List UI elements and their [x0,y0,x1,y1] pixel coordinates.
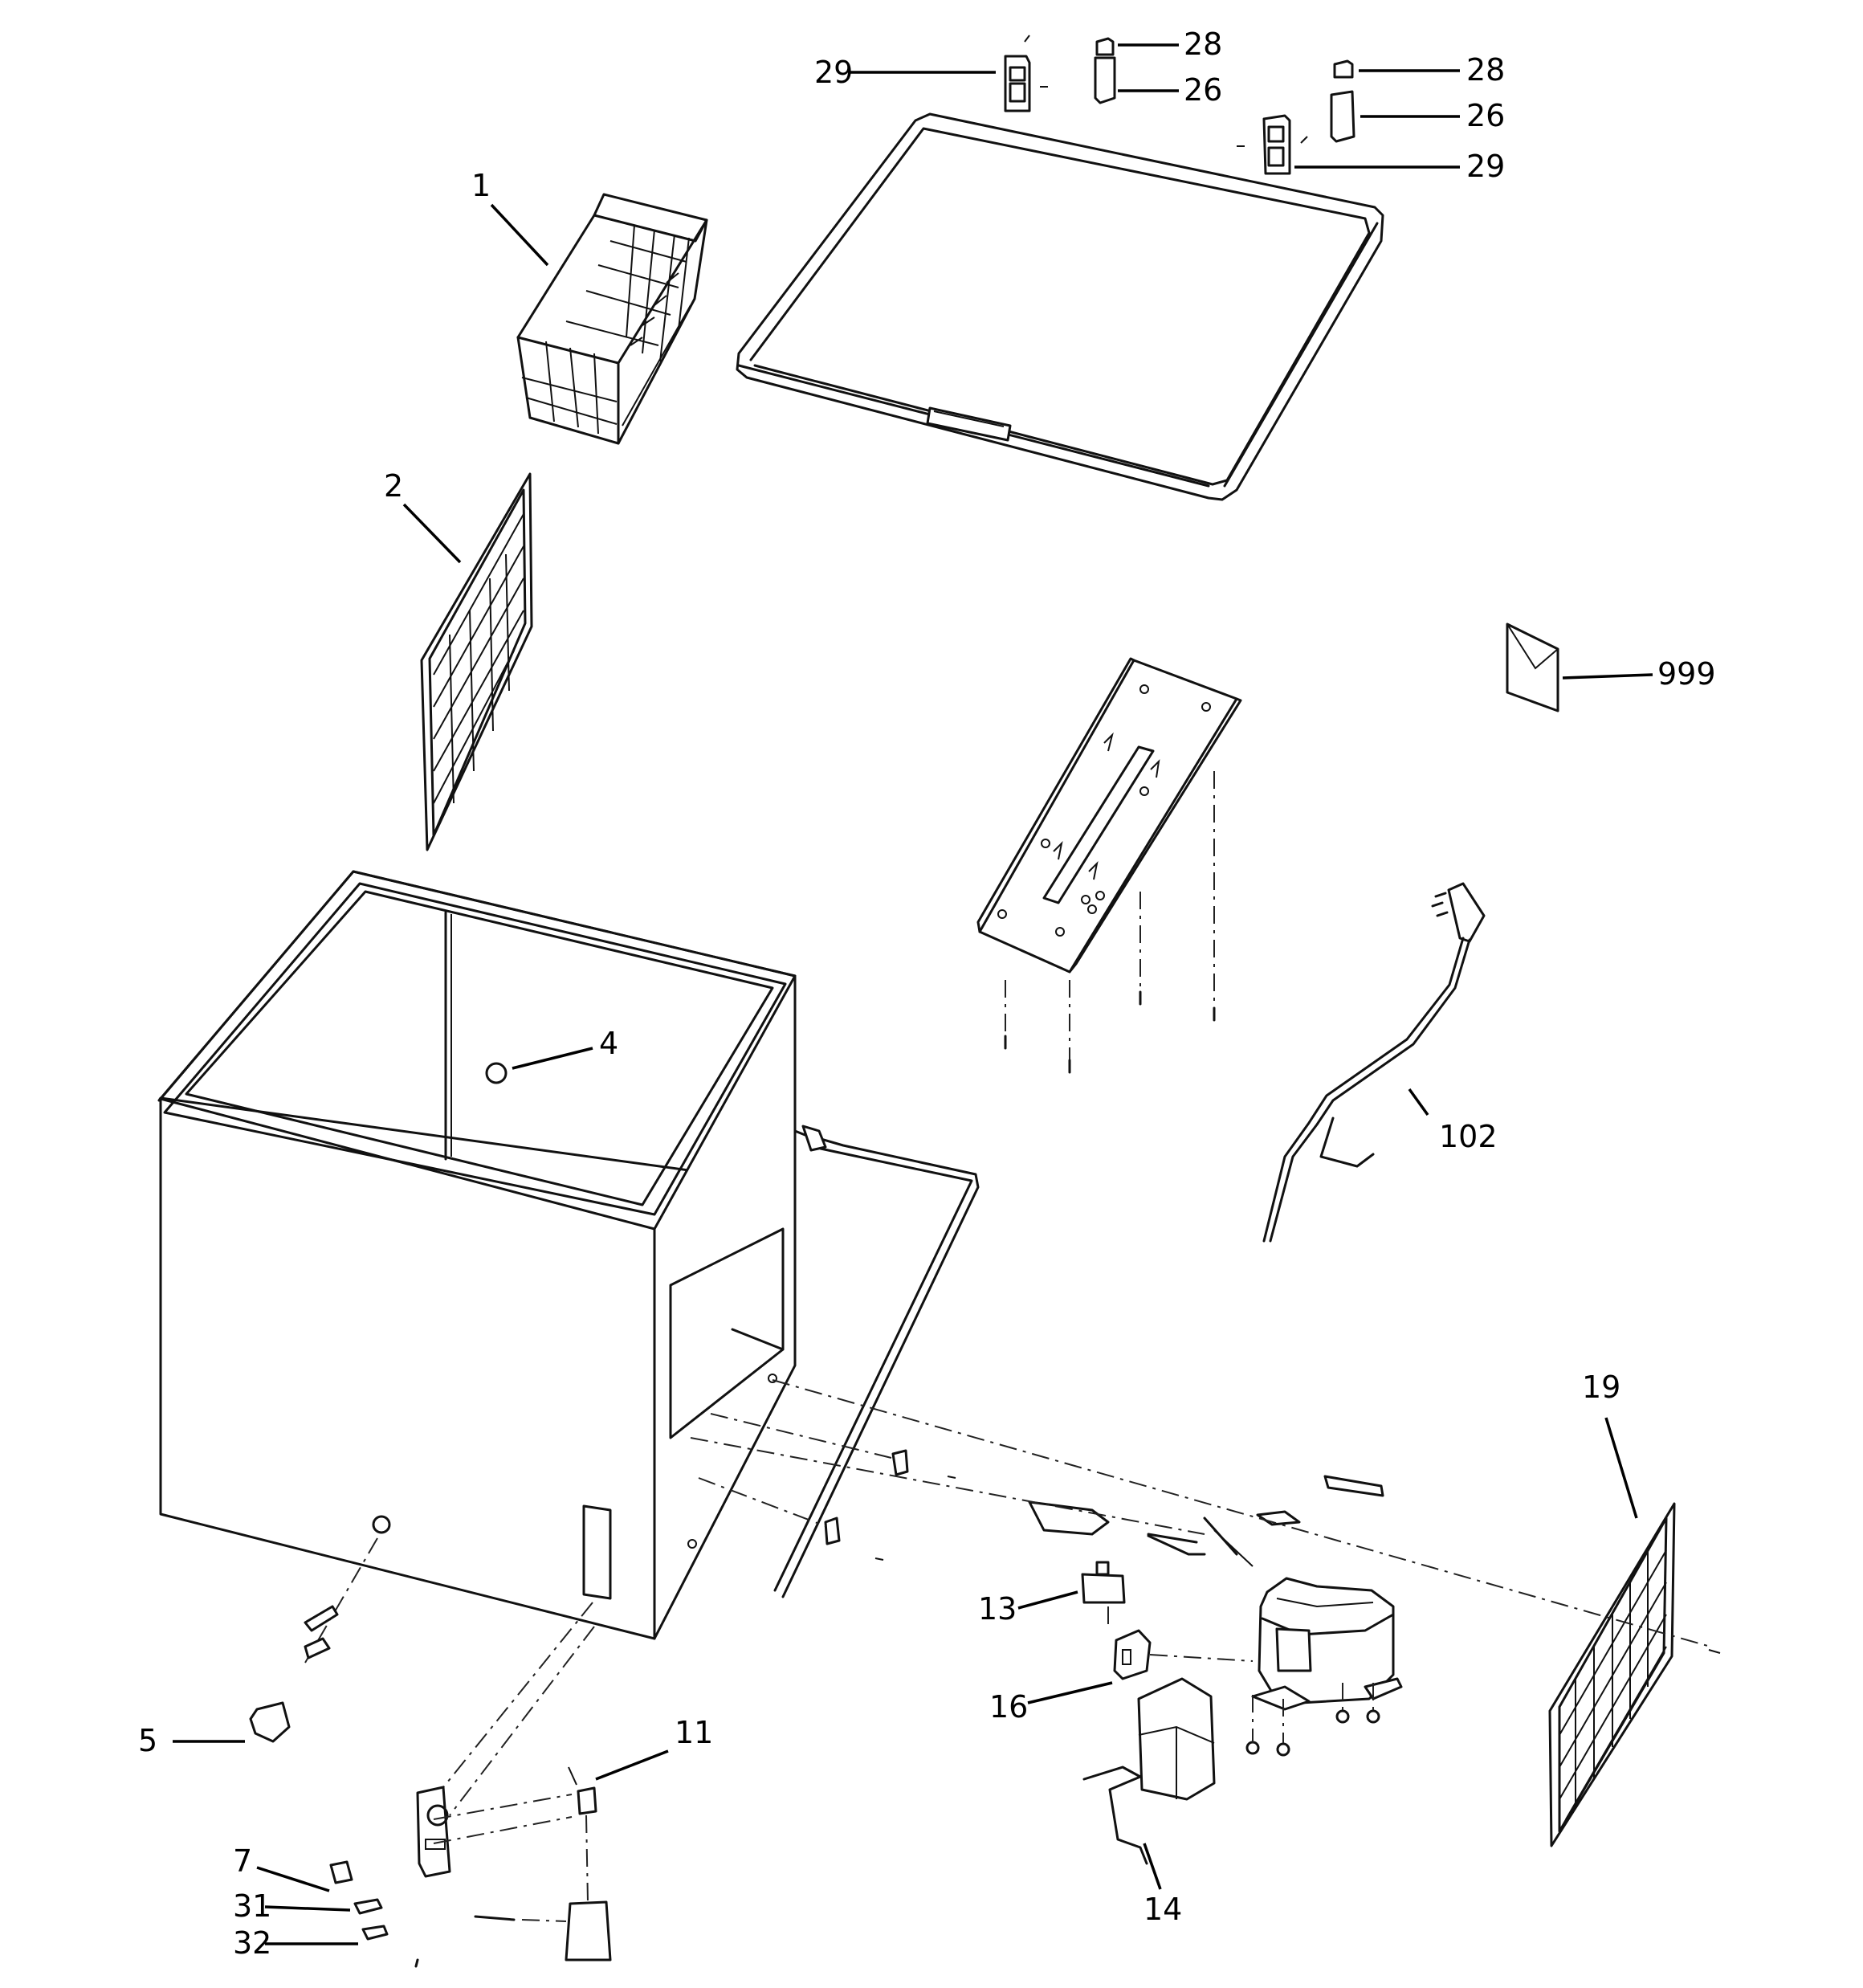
callout-13: 13 [978,1591,1017,1627]
callout-19: 19 [1582,1370,1620,1405]
service-parts [690,1379,1721,1654]
callout-4: 4 [599,1026,618,1061]
manual-envelope [1506,623,1559,712]
callout-16: 16 [989,1689,1028,1725]
callout-29: 29 [814,55,853,90]
cabinet-power-lead [773,1125,980,1598]
thermostat-parts [249,1537,612,1968]
power-cord [1262,882,1486,1243]
callout-102: 102 [1439,1119,1498,1154]
hinge-assembly-left [1004,35,1116,112]
callout-26: 26 [1466,98,1505,133]
callout-999: 999 [1657,656,1716,692]
callout-14: 14 [1143,1892,1182,1927]
callout-5: 5 [138,1723,157,1758]
callout-32: 32 [233,1925,271,1961]
hinge-assembly-right [1237,59,1355,175]
divider-panel [420,472,533,851]
callout-29: 29 [1466,149,1505,184]
callout-28: 28 [1184,27,1222,62]
wire-basket [516,193,708,445]
callout-11: 11 [675,1715,713,1750]
grommets [1245,1683,1380,1757]
leader-lines [173,43,1653,1945]
compressor-assembly [1147,1475,1403,1711]
capacitor [1082,1677,1216,1865]
callout-31: 31 [233,1888,271,1924]
callout-1: 1 [471,168,491,203]
control-bracket [976,657,1242,974]
bracket-screws [1004,771,1216,1074]
condenser-grill [1548,1502,1676,1847]
callout-2: 2 [384,468,403,504]
callout-26: 26 [1184,72,1222,108]
freezer-lid [736,112,1384,501]
freezer-cabinet [157,870,797,1640]
start-relay [1081,1561,1254,1680]
callout-labels: 29 28 26 28 26 29 1 2 999 4 102 19 13 16… [138,27,1716,1961]
callout-7: 7 [233,1843,252,1879]
callout-28: 28 [1466,52,1505,88]
